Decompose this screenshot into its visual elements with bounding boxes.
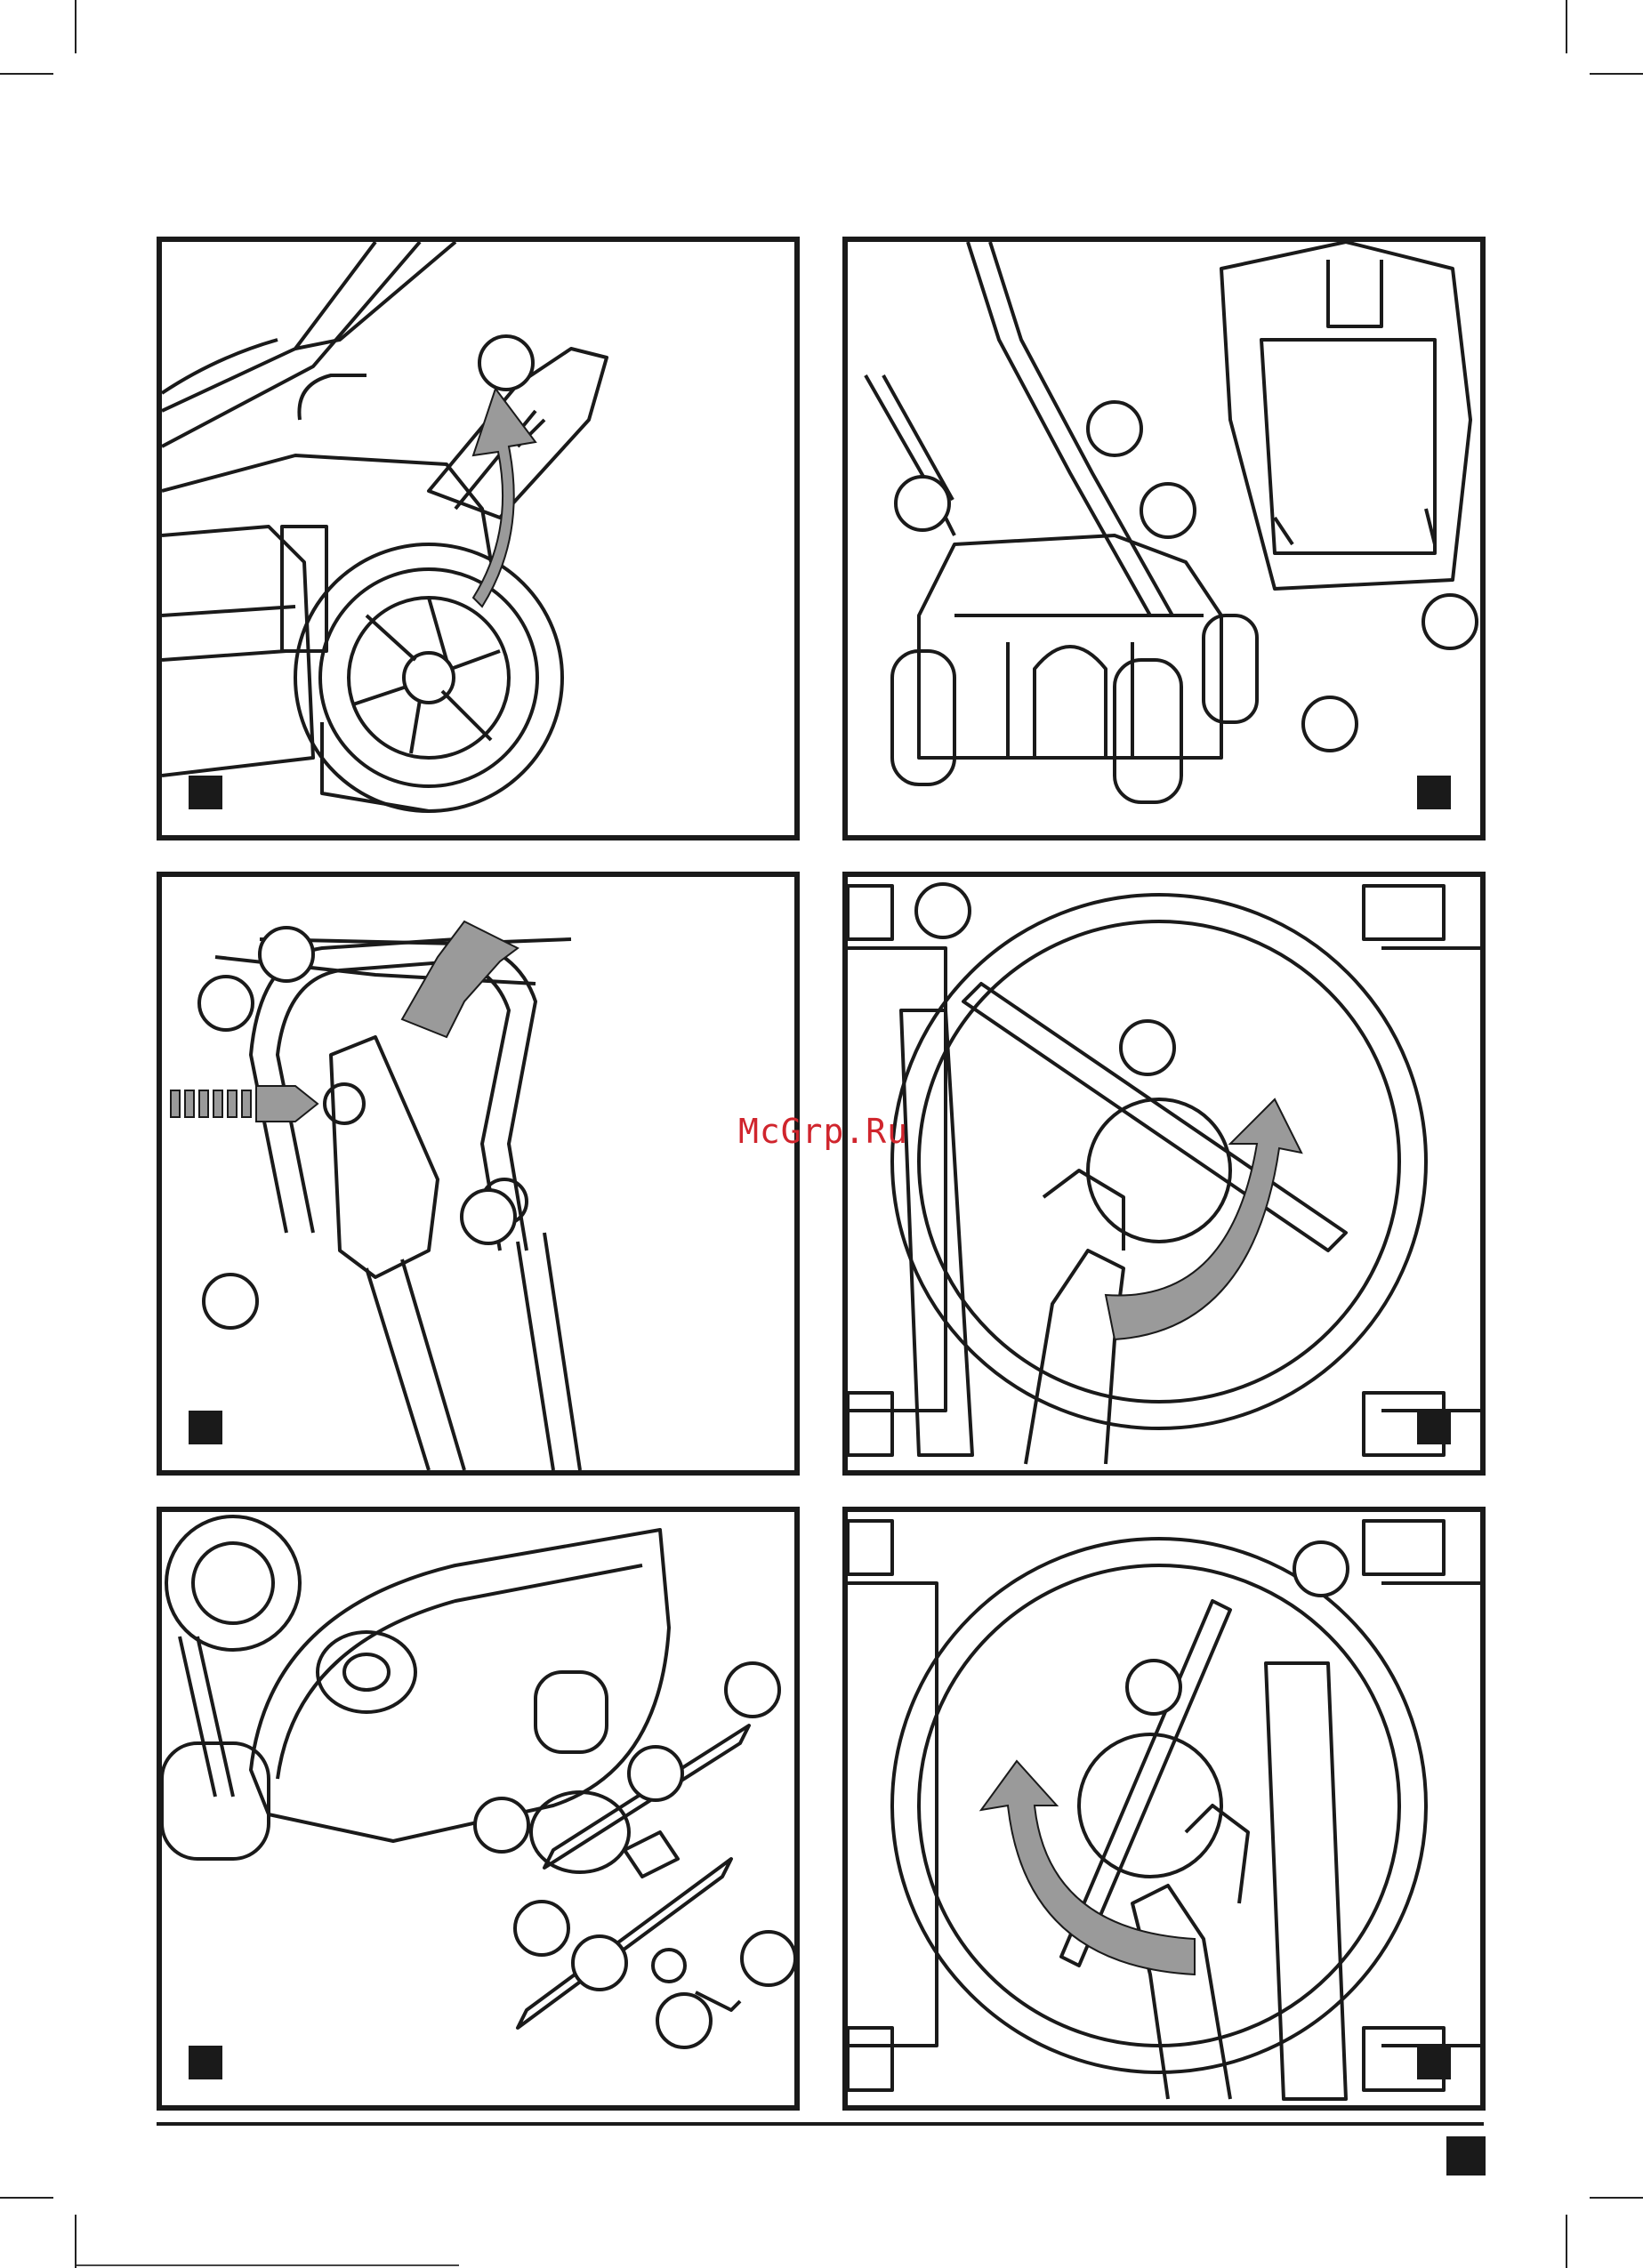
figure-number-badge [1417,776,1451,809]
callout-marker [197,975,254,1032]
callout-marker [656,1992,713,2049]
switch-handle-illustration [162,877,794,1470]
mower-rear-flap-illustration [162,242,794,835]
crop-mark [0,73,53,75]
figure-panel-5 [157,1507,800,2111]
callout-marker [1301,696,1358,752]
callout-marker [1086,400,1143,457]
figure-panel-4 [842,872,1486,1476]
callout-marker [1422,593,1478,650]
callout-marker [724,1661,781,1718]
crop-mark [75,0,77,53]
figure-panel-2 [842,237,1486,840]
press-arrow-icon [171,1086,318,1122]
figure-panel-3 [157,872,800,1476]
figure-panel-6 [842,1507,1486,2111]
crop-mark [1566,2215,1567,2268]
figure-number-badge [189,776,222,809]
callout-marker [1293,1540,1349,1597]
blade-loosen-illustration [848,877,1480,1470]
crop-mark [1566,0,1567,53]
callout-marker [478,334,535,391]
crop-mark [75,2215,77,2268]
figure-number-badge [1417,1411,1451,1444]
rotate-arrow-icon [402,921,518,1037]
callout-marker [473,1797,530,1854]
page-number-badge [1446,2136,1486,2176]
footer-rule [157,2122,1484,2126]
callout-marker [1140,482,1196,539]
callout-marker [460,1188,517,1245]
callout-marker [258,926,315,983]
callout-marker [202,1273,259,1330]
callout-marker [571,1934,628,1991]
crop-mark [1590,73,1643,75]
bottom-rule [77,2264,459,2266]
blade-tighten-illustration [848,1512,1480,2105]
callout-marker [914,882,971,939]
figure-panel-1 [157,237,800,840]
callout-marker [513,1900,570,1957]
figure-number-badge [189,1411,222,1444]
callout-marker [1125,1659,1182,1716]
watermark-text: McGrp.Ru [738,1112,908,1151]
crop-mark [0,2197,53,2199]
figure-number-badge [1417,2046,1451,2079]
callout-marker [627,1745,684,1802]
callout-marker [1119,1019,1176,1076]
callout-marker [740,1930,797,1987]
callout-marker [894,475,951,532]
rotate-arrow-icon [981,1761,1195,1974]
figure-number-badge [189,2046,222,2079]
crop-mark [1590,2197,1643,2199]
